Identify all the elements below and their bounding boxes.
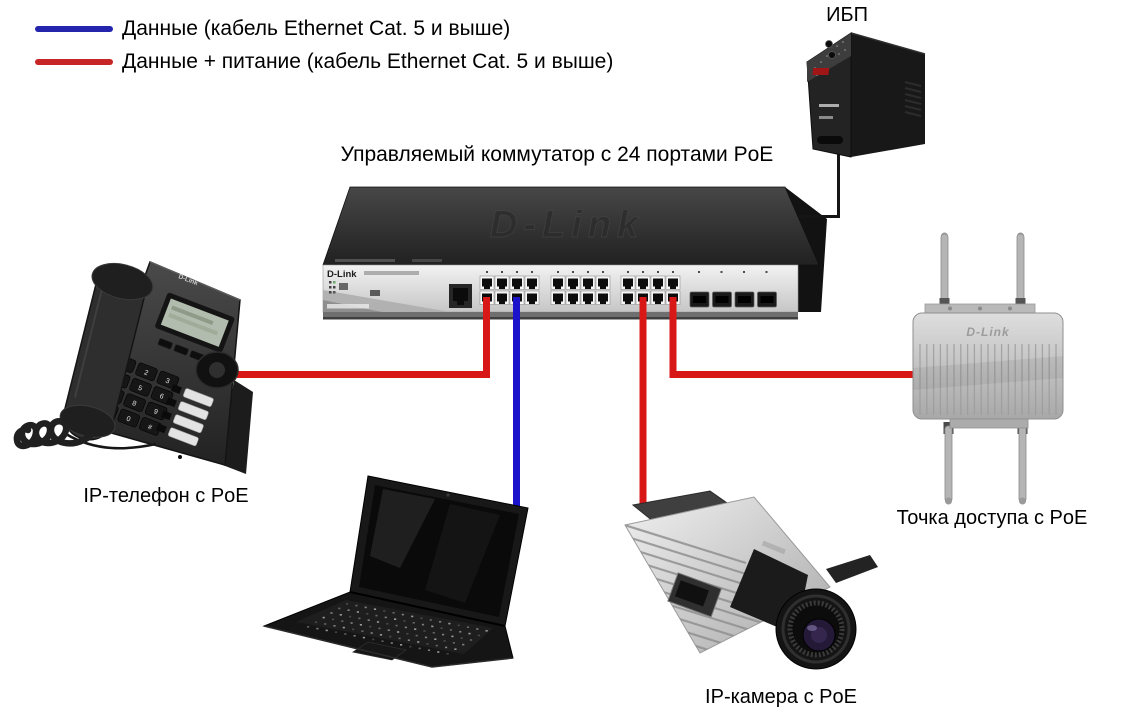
switch-console-port	[449, 284, 472, 308]
camera-bracket	[826, 555, 878, 583]
phone-function-keys	[155, 384, 214, 447]
svg-text:9: 9	[153, 408, 159, 416]
ups-button2	[828, 51, 836, 59]
legend-label-data: Данные (кабель Ethernet Cat. 5 и выше)	[122, 17, 511, 40]
ap-antennas-bottom	[943, 422, 1028, 505]
laptop-keys	[307, 603, 488, 655]
laptop-front-edge	[263, 625, 514, 668]
ups-slot	[817, 136, 843, 144]
camera-lens-inner	[811, 627, 827, 643]
ups-label: ИБП	[826, 4, 868, 26]
ap-antennas-top	[939, 232, 1026, 312]
laptop-keyboard-deck	[296, 600, 493, 654]
poe-switch-image: D-Link D-Link	[322, 186, 827, 320]
ip-phone-image: D-Link 123456789*0#	[13, 261, 253, 474]
phone-handset	[59, 262, 154, 441]
phone-dpad-center	[209, 362, 225, 378]
svg-text:8: 8	[131, 400, 137, 408]
laptop-image	[262, 475, 529, 668]
switch-panel-text-blur	[364, 271, 419, 275]
svg-text:#: #	[147, 424, 153, 432]
phone-key	[135, 362, 158, 382]
legend-swatch-data-power	[35, 59, 113, 65]
ups-text-blur	[819, 104, 839, 107]
phone-mic-hole	[178, 455, 182, 459]
svg-text:6: 6	[158, 393, 164, 401]
ups-logo-mark	[812, 68, 830, 75]
ups-display-blur	[819, 116, 833, 119]
laptop-screen-glare2	[425, 504, 500, 603]
cable-ups-to-switch	[799, 152, 840, 218]
access-point-image: D-Link	[912, 232, 1064, 505]
ap-ribs	[919, 344, 1057, 415]
switch-bottom-edge	[323, 312, 798, 317]
switch-leds	[329, 281, 380, 296]
sfp-ports	[689, 271, 777, 308]
switch-top-logo: D-Link	[490, 204, 644, 246]
phone-stand	[220, 380, 253, 474]
cable-switch-to-access-point	[669, 297, 920, 378]
ip-camera-label: IP-камера с PoE	[705, 686, 857, 708]
svg-text:0: 0	[125, 416, 131, 424]
svg-text:3: 3	[164, 378, 170, 386]
camera-label-blur	[761, 540, 786, 555]
cable-switch-to-phone	[237, 297, 490, 378]
svg-text:5: 5	[137, 385, 143, 393]
switch-bottom-shadow	[323, 317, 798, 320]
ap-bottom-tab	[949, 418, 1029, 429]
legend-label-data-power: Данные + питание (кабель Ethernet Cat. 5…	[122, 50, 614, 73]
legend-swatch-data	[35, 26, 113, 32]
switch-side-panel	[785, 187, 827, 312]
svg-text:2: 2	[143, 369, 149, 377]
switch-top-panel	[322, 186, 820, 266]
phone-key	[117, 408, 140, 428]
access-point-label: Точка доступа с PoE	[896, 507, 1088, 529]
ups-image	[806, 32, 926, 158]
camera-body	[624, 496, 831, 654]
camera-lens-ring	[781, 594, 851, 664]
phone-key	[123, 393, 146, 412]
ip-phone-label: IP-телефон с PoE	[83, 485, 249, 507]
ip-camera-image	[624, 490, 878, 670]
switch-panel-logo: D-Link	[327, 269, 357, 280]
phone-key	[129, 378, 152, 397]
phone-display	[155, 292, 235, 353]
ups-button	[825, 40, 833, 48]
switch-top-codes-blur	[335, 259, 395, 262]
switch-top-codes-blur2	[412, 259, 442, 262]
switch-model-text-blur	[327, 304, 369, 309]
ap-shade	[913, 356, 1063, 390]
laptop-webcam	[446, 493, 450, 497]
laptop-hinge	[349, 591, 506, 627]
camera-side-slot	[667, 572, 722, 618]
phone-cord-tail	[65, 432, 157, 450]
ups-side	[851, 33, 925, 157]
switch-label: Управляемый коммутатор с 24 портами PoE	[340, 143, 774, 166]
ups-vents	[904, 81, 922, 117]
ap-brand-logo: D-Link	[966, 325, 1010, 339]
laptop-screen-glare	[370, 489, 435, 568]
camera-lens-highlight	[807, 625, 817, 631]
phone-coiled-cord	[13, 418, 94, 450]
